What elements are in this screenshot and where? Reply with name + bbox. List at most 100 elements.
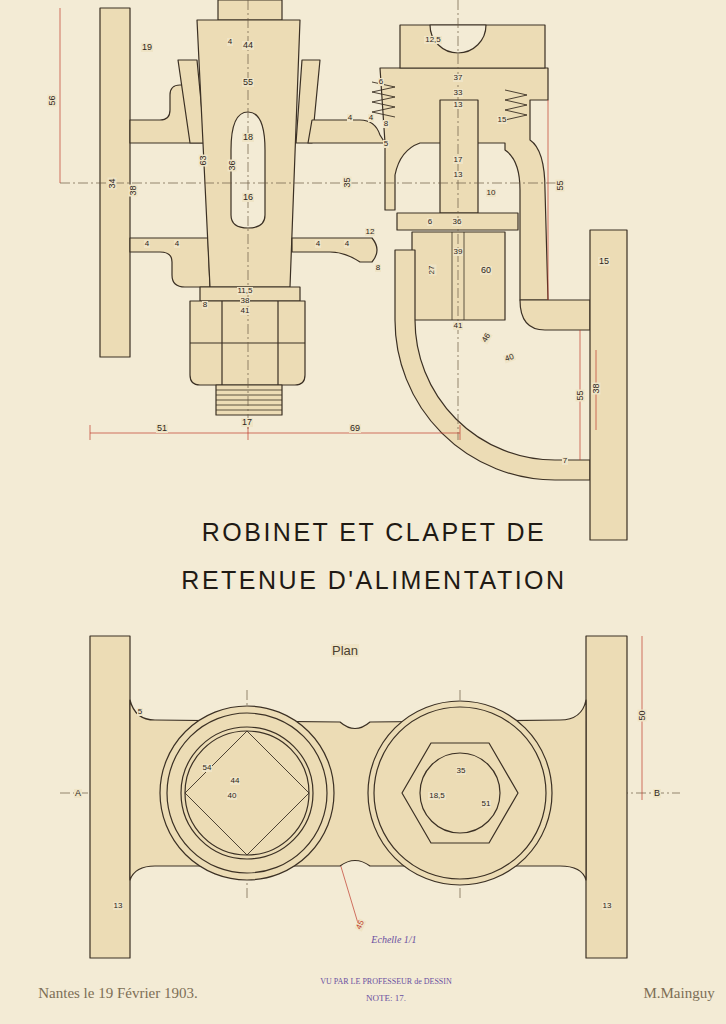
dimension-number: 18 — [242, 133, 254, 142]
dimension-number: 55 — [242, 78, 254, 87]
dimension-lines — [60, 8, 642, 930]
author-signature: M.Mainguy — [642, 986, 715, 1001]
dimension-number: 4 — [344, 240, 350, 248]
dimension-number: 34 — [107, 177, 116, 189]
dimension-number: 69 — [349, 424, 361, 433]
dimension-number: 6 — [427, 218, 433, 226]
dimension-number: 39 — [453, 248, 464, 256]
dimension-number: 8 — [202, 301, 208, 309]
dimension-number: 4 — [347, 114, 353, 122]
dimension-number: 44 — [242, 41, 254, 50]
dimension-lines-part — [90, 433, 460, 434]
place-date: Nantes le 19 Février 1903. — [37, 986, 199, 1001]
dimension-number: 51 — [156, 424, 168, 433]
dimension-number: 12,5 — [424, 36, 442, 44]
dimension-number: 13 — [602, 902, 613, 910]
plan-view-part — [90, 636, 130, 958]
dimension-number: 33 — [453, 89, 464, 97]
plan-view-part — [402, 743, 518, 843]
elevation-section-part — [100, 8, 130, 357]
dimension-number: 5 — [383, 140, 389, 148]
elevation-section-part — [590, 230, 627, 540]
plan-view-part — [181, 727, 313, 859]
dimension-number: 54 — [202, 764, 213, 772]
dimension-number: 8 — [383, 120, 389, 128]
dimension-number: 10 — [486, 189, 497, 197]
dimension-number: 63 — [198, 154, 207, 166]
section-mark: B — [653, 789, 661, 798]
dimension-number: 19 — [141, 43, 153, 52]
center-lines-part — [248, 0, 249, 430]
dimension-lines-part — [60, 8, 61, 183]
scale-note: Echelle 1/1 — [370, 935, 417, 945]
center-lines-part — [60, 183, 560, 184]
elevation-section — [100, 0, 627, 540]
plan-view-part — [167, 713, 327, 873]
dimension-number: 41 — [453, 322, 464, 330]
elevation-section-part — [216, 385, 282, 415]
elevation-section-part — [397, 213, 518, 230]
dimension-lines-part — [548, 100, 549, 300]
plan-view-part — [368, 701, 552, 885]
drawing-title: ROBINET ET CLAPET DE RETENUE D'ALIMENTAT… — [164, 508, 584, 604]
stamp-text: VU PAR LE PROFESSEUR de DESSIN — [319, 978, 453, 986]
dimension-number: 11,5 — [237, 287, 254, 295]
dimension-number: 18,5 — [428, 792, 446, 800]
dimension-number: 41 — [240, 307, 251, 315]
elevation-section-part — [372, 82, 395, 117]
elevation-section-part — [520, 300, 590, 330]
dimension-number: 16 — [242, 193, 254, 202]
elevation-section-part — [130, 238, 210, 287]
dimension-number: 7 — [562, 457, 568, 465]
dimension-number: 38 — [128, 184, 137, 196]
dimension-number: 35 — [456, 767, 467, 775]
dimension-number: 51 — [481, 800, 492, 808]
plan-view-part — [185, 731, 309, 855]
elevation-section-part — [197, 20, 300, 287]
dimension-number: 4 — [315, 240, 321, 248]
dimension-lines-part — [90, 425, 460, 440]
dimension-number: 37 — [453, 74, 464, 82]
dimension-number: 8 — [375, 264, 381, 272]
dimension-number: 40 — [227, 792, 238, 800]
dimension-number: 13 — [113, 902, 124, 910]
dimension-number: 36 — [227, 159, 236, 171]
dimension-number: 15 — [497, 116, 508, 124]
dimension-number: 55 — [555, 179, 564, 191]
dimension-number: 5 — [137, 708, 143, 716]
dimension-number: 4 — [368, 114, 374, 122]
plan-view-part — [160, 706, 334, 880]
dimension-number: 56 — [47, 94, 56, 106]
dimension-number: 4 — [174, 240, 180, 248]
plan-view-part — [374, 707, 546, 879]
dimension-number: 50 — [637, 709, 646, 721]
dimension-number: 44 — [230, 777, 241, 785]
elevation-section-part — [216, 390, 282, 410]
dimension-number: 45 — [354, 918, 366, 931]
dimension-number: 40 — [503, 352, 516, 363]
elevation-section-part — [412, 232, 505, 320]
dimension-number: 35 — [342, 176, 351, 188]
plan-view — [90, 636, 627, 958]
plan-view-part — [420, 753, 500, 833]
elevation-section-part — [190, 301, 305, 385]
dimension-number: 17 — [453, 156, 464, 164]
section-mark: A — [74, 789, 82, 798]
dimension-number: 13 — [453, 171, 464, 179]
dimension-number: 46 — [480, 331, 492, 344]
dimension-number: 38 — [591, 382, 600, 394]
grade-note: NOTE: 17. — [365, 994, 407, 1003]
dimension-number: 38 — [240, 297, 251, 305]
dimension-number: 6 — [378, 78, 384, 86]
plan-view-part — [586, 636, 627, 958]
dimension-number: 4 — [144, 240, 150, 248]
dimension-number: 4 — [227, 38, 233, 46]
elevation-section-part — [218, 0, 282, 20]
elevation-section-part — [440, 100, 478, 213]
dimension-number: 55 — [575, 389, 584, 401]
elevation-section-part — [395, 250, 590, 480]
elevation-section-part — [190, 301, 305, 385]
dimension-number: 13 — [453, 101, 464, 109]
dimension-number: 60 — [480, 266, 492, 275]
